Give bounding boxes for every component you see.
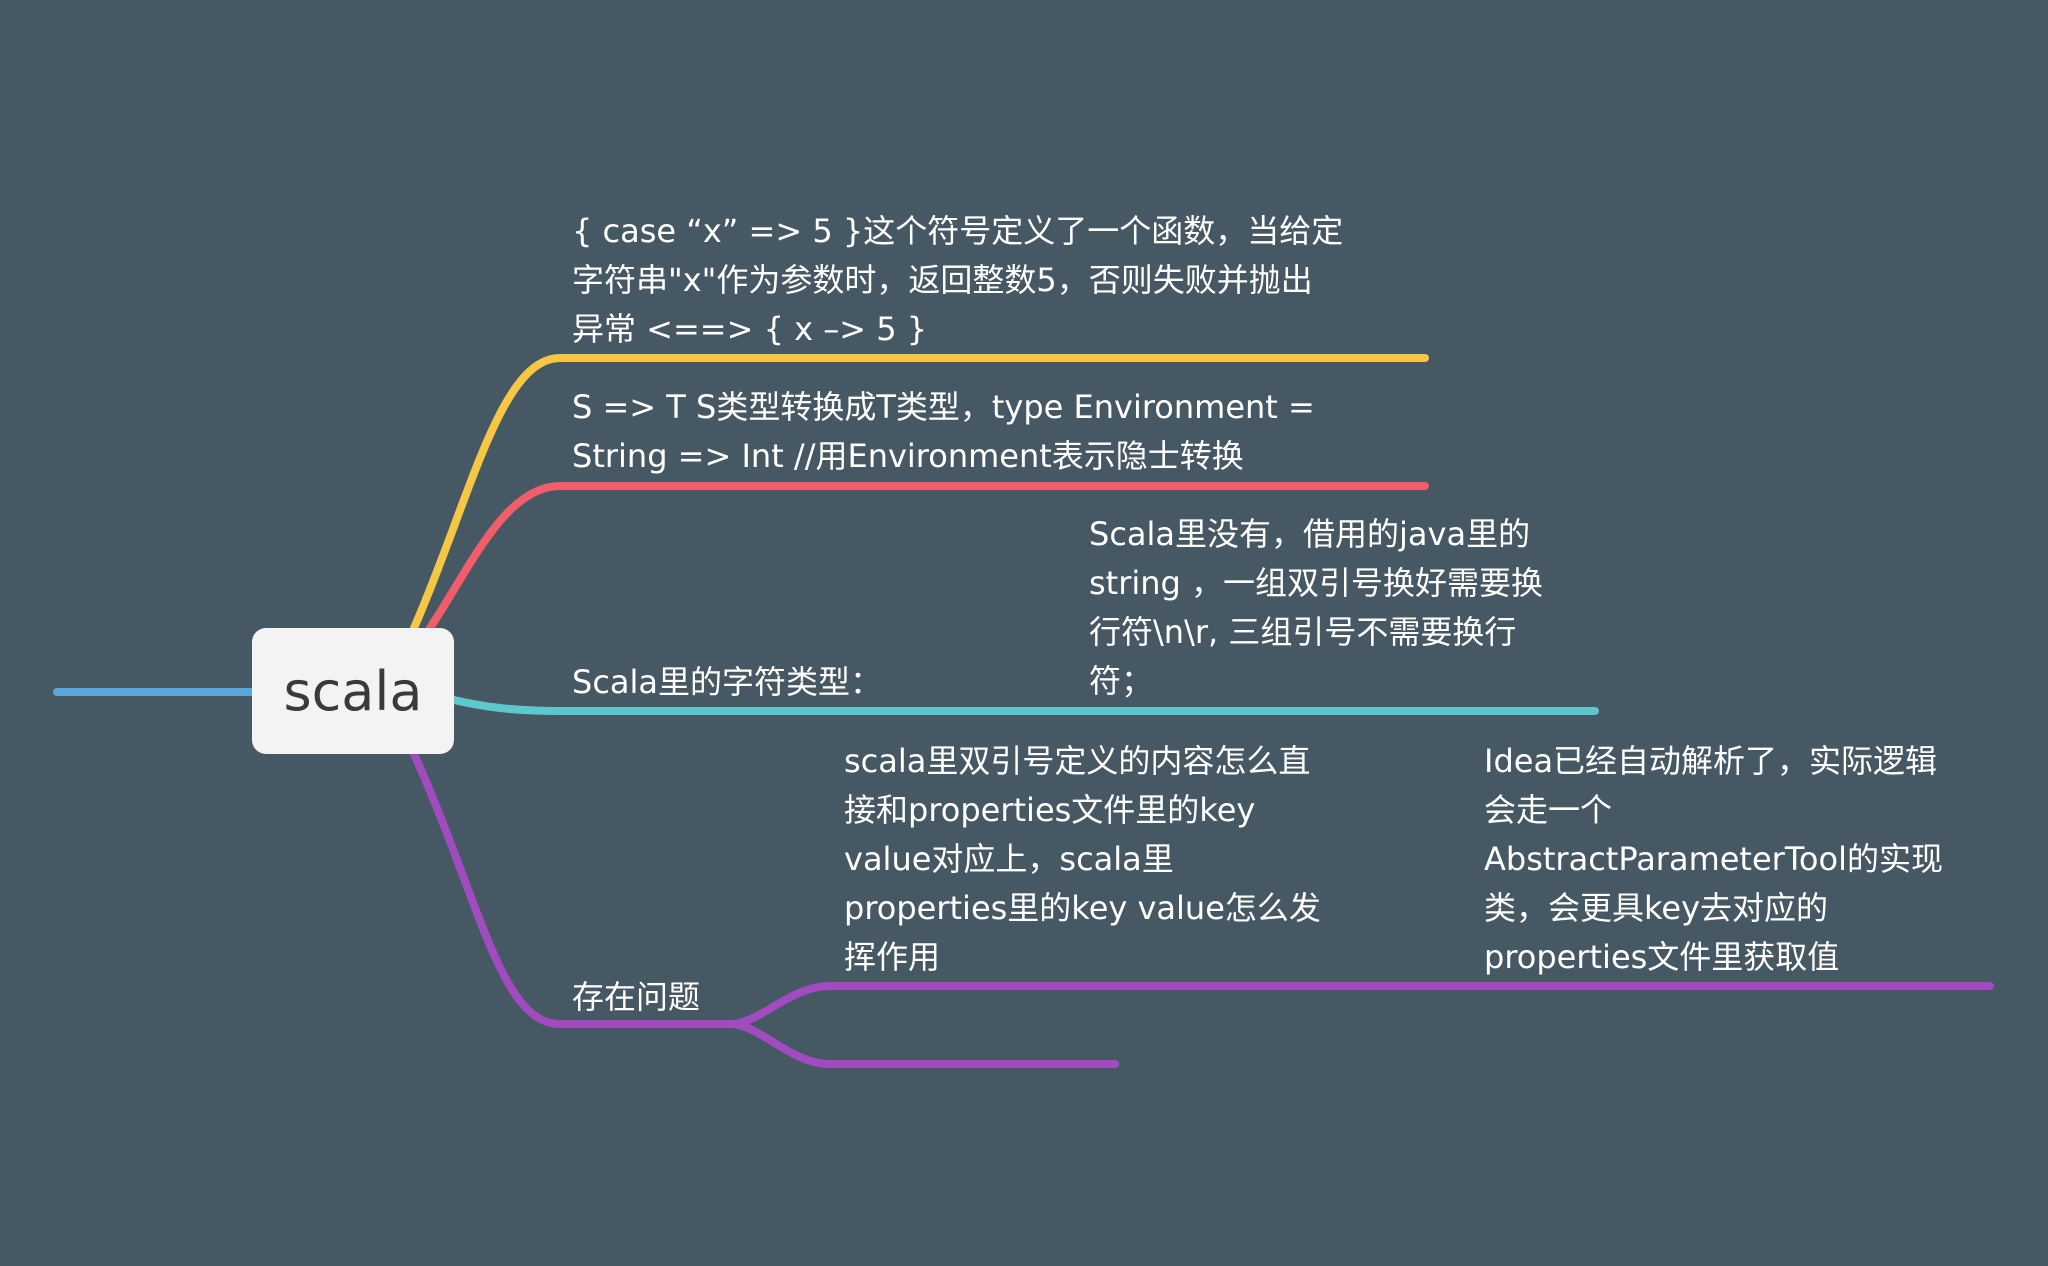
- topic-line: S => T S类型转换成T类型，type Environment =: [572, 388, 1315, 426]
- topic-line: 挥作用: [844, 938, 941, 976]
- connector-topic-4-to-child-1: [726, 982, 1994, 1028]
- topic-line: 类，会更具key去对应的: [1484, 889, 1829, 927]
- topic-string-type[interactable]: Scala里的字符类型：: [572, 658, 882, 707]
- topic-line: properties文件里获取值: [1484, 938, 1840, 976]
- topic-line: string ，一组双引号换好需要换: [1089, 564, 1544, 602]
- topic-line: Scala里的字符类型：: [572, 663, 883, 701]
- connector-root-to-topic-1: [410, 354, 1429, 632]
- topic-implicit-conversion[interactable]: S => T S类型转换成T类型，type Environment = Stri…: [572, 383, 1315, 481]
- topic-line: 会走一个: [1484, 791, 1613, 829]
- topic-line: { case “x” => 5 }这个符号定义了一个函数，当给定: [572, 212, 1344, 250]
- connector-root-to-topic-3: [450, 696, 1599, 715]
- topic-line: properties里的key value怎么发: [844, 889, 1321, 927]
- connector-topic-4-to-child-2: [726, 1020, 1119, 1068]
- topic-line: String => Int //用Environment表示隐士转换: [572, 437, 1244, 475]
- connector-root-to-topic-4: [410, 750, 734, 1028]
- topic-line: scala里双引号定义的内容怎么直: [844, 742, 1311, 780]
- topic-line: Idea已经自动解析了，实际逻辑: [1484, 742, 1938, 780]
- connector-root-to-topic-2: [426, 482, 1429, 632]
- topic-line: 接和properties文件里的key: [844, 791, 1256, 829]
- topic-line: value对应上，scala里: [844, 840, 1174, 878]
- topic-line: 行符\n\r, 三组引号不需要换行: [1089, 613, 1517, 651]
- subtopic-string-type-detail[interactable]: Scala里没有，借用的java里的 string ，一组双引号换好需要换 行符…: [1089, 510, 1543, 706]
- subtopic-properties-answer[interactable]: Idea已经自动解析了，实际逻辑 会走一个 AbstractParameterT…: [1484, 737, 1943, 982]
- subtopic-properties-question[interactable]: scala里双引号定义的内容怎么直 接和properties文件里的key va…: [844, 737, 1321, 982]
- topic-case-function[interactable]: { case “x” => 5 }这个符号定义了一个函数，当给定 字符串"x"作…: [572, 207, 1343, 354]
- topic-line: AbstractParameterTool的实现: [1484, 840, 1943, 878]
- root-label: scala: [283, 659, 423, 723]
- topic-open-issues[interactable]: 存在问题: [572, 973, 700, 1022]
- topic-line: 字符串"x"作为参数时，返回整数5，否则失败并抛出: [572, 261, 1313, 299]
- topic-line: 异常 <==> { x –> 5 }: [572, 310, 928, 348]
- topic-line: 存在问题: [572, 978, 701, 1016]
- topic-line: Scala里没有，借用的java里的: [1089, 515, 1531, 553]
- root-node[interactable]: scala: [252, 628, 454, 754]
- topic-line: 符；: [1089, 662, 1154, 700]
